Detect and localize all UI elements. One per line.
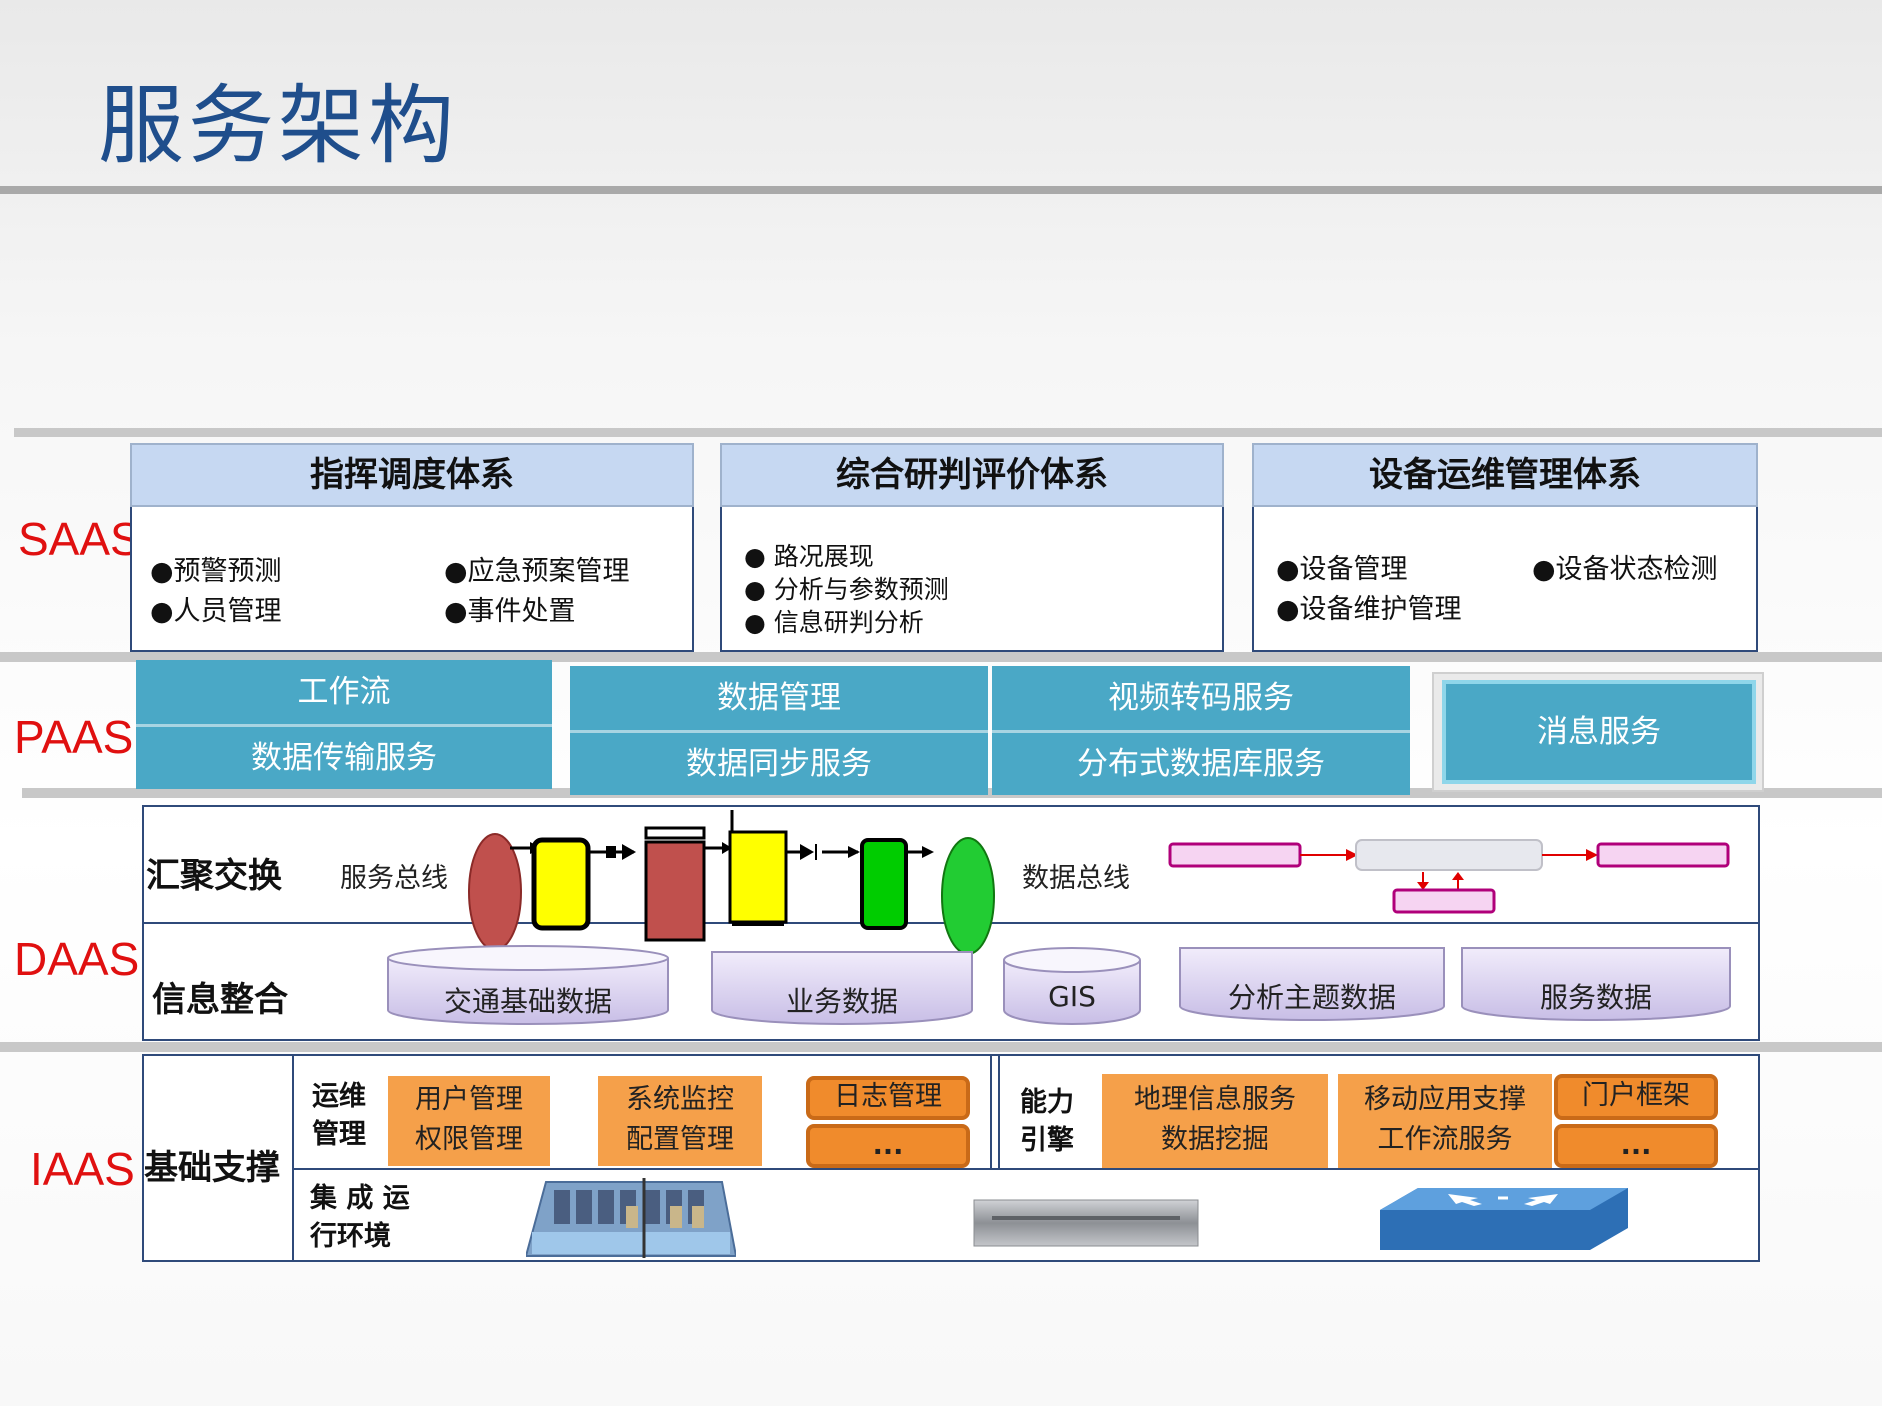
service-bus-label: 服务总线 [340,863,448,894]
store-gis-label: GIS [1048,980,1096,1013]
paas-message-frame: 消息服务 [1432,672,1764,792]
engine-gis-box: 地理信息服务 数据挖掘 [1102,1074,1328,1168]
store-service-label: 服务数据 [1539,981,1652,1014]
saas-top-band [14,428,1882,437]
iaas-label: 基础支撑 [144,1148,280,1188]
store-service-cylinder [1461,947,1731,1021]
server-rack-icon [526,1178,736,1258]
ops-user-label: 用户管理 [415,1084,523,1115]
ops-monitor-box: 系统监控 配置管理 [598,1076,762,1166]
layer-label-saas: SAAS [18,513,141,565]
engine-portal-box: 门户框架 [1554,1074,1718,1120]
data-bus-label: 数据总线 [1022,863,1130,894]
saas-item: ● 信息研判分析 [744,608,924,637]
paas-divider [992,730,1410,733]
saas-item: ● 路况展现 [744,542,874,571]
page-title: 服务架构 [98,76,458,176]
saas-item: ●预警预测 [150,556,282,587]
saas-ops-body: ●设备管理 ●设备状态检测 ●设备维护管理 [1252,507,1758,652]
network-switch-icon [1380,1188,1628,1250]
layer-label-iaas: IAAS [30,1143,135,1195]
daas-integration-label: 信息整合 [152,980,288,1020]
store-analysis-label: 分析主题数据 [1227,981,1396,1014]
saas-item: ● 分析与参数预测 [744,575,949,604]
ops-log-box: 日志管理 [806,1076,970,1120]
paas-distributed-db: 分布式数据库服务 [992,733,1410,795]
paas-workflow: 工作流 [136,660,552,724]
store-analysis-cylinder [1179,947,1445,1021]
service-bus-diagram [468,810,995,955]
engine-label-2: 引擎 [1020,1125,1074,1156]
saas-item: ●人员管理 [150,596,282,627]
ops-more-box: ... [806,1124,970,1168]
store-business-cylinder [711,951,973,1025]
engine-more-box: ... [1554,1124,1718,1168]
saas-paas-band [0,652,1882,662]
paas-data-transfer: 数据传输服务 [136,727,552,789]
env-label-1: 集 成 运 [310,1183,410,1214]
saas-item: ●设备管理 [1276,554,1408,585]
saas-item: ●应急预案管理 [444,556,630,587]
bus-yellow-box [531,837,591,931]
store-traffic-cylinder [387,945,669,1025]
layer-label-paas: PAAS [14,711,134,763]
ops-label-2: 管理 [312,1119,366,1150]
engine-mobile-label: 移动应用支撑 [1364,1084,1526,1115]
ops-config-label: 配置管理 [626,1124,734,1155]
saas-analysis-header: 综合研判评价体系 [720,443,1224,507]
env-label-2: 行环境 [310,1221,391,1252]
bus-red-box [644,840,706,942]
bus-start-node [468,833,522,951]
paas-divider [136,724,552,727]
iaas-engine-frame [998,1054,1760,1170]
ops-monitor-label: 系统监控 [626,1084,734,1115]
saas-command-header: 指挥调度体系 [130,443,694,507]
paas-data-sync: 数据同步服务 [570,733,988,795]
daas-exchange-label: 汇聚交换 [146,856,282,896]
saas-analysis-body: ● 路况展现 ● 分析与参数预测 ● 信息研判分析 [720,507,1224,652]
paas-video-transcode: 视频转码服务 [992,666,1410,730]
engine-gis-label: 地理信息服务 [1134,1084,1296,1115]
bus-end-node [941,837,995,955]
paas-divider [570,730,988,733]
ops-user-box: 用户管理 权限管理 [388,1076,550,1166]
store-business-label: 业务数据 [785,985,898,1018]
title-divider [0,186,1882,194]
saas-item: ●设备维护管理 [1276,594,1462,625]
ops-label-1: 运维 [312,1081,366,1112]
bus-yellow-box-2 [728,830,788,924]
ops-permission-label: 权限管理 [415,1124,523,1155]
daas-iaas-band [0,1042,1882,1052]
saas-item: ●事件处置 [444,596,576,627]
engine-mining-label: 数据挖掘 [1161,1124,1269,1155]
saas-command-body: ●预警预测 ●应急预案管理 ●人员管理 ●事件处置 [130,507,694,652]
data-bus-diagram [1168,839,1730,914]
bus-green-box [860,838,908,930]
engine-workflow-label: 工作流服务 [1377,1124,1513,1155]
iaas-ops-frame [292,1054,992,1170]
store-traffic-label: 交通基础数据 [443,985,612,1018]
paas-data-management: 数据管理 [570,666,988,730]
store-gis-cylinder [1003,947,1141,1025]
engine-mobile-box: 移动应用支撑 工作流服务 [1338,1074,1552,1168]
storage-device-icon [973,1199,1199,1247]
engine-label-1: 能力 [1020,1087,1074,1118]
saas-ops-header: 设备运维管理体系 [1252,443,1758,507]
paas-message-service: 消息服务 [1442,680,1756,784]
layer-label-daas: DAAS [14,933,140,985]
saas-item: ●设备状态检测 [1532,554,1718,585]
